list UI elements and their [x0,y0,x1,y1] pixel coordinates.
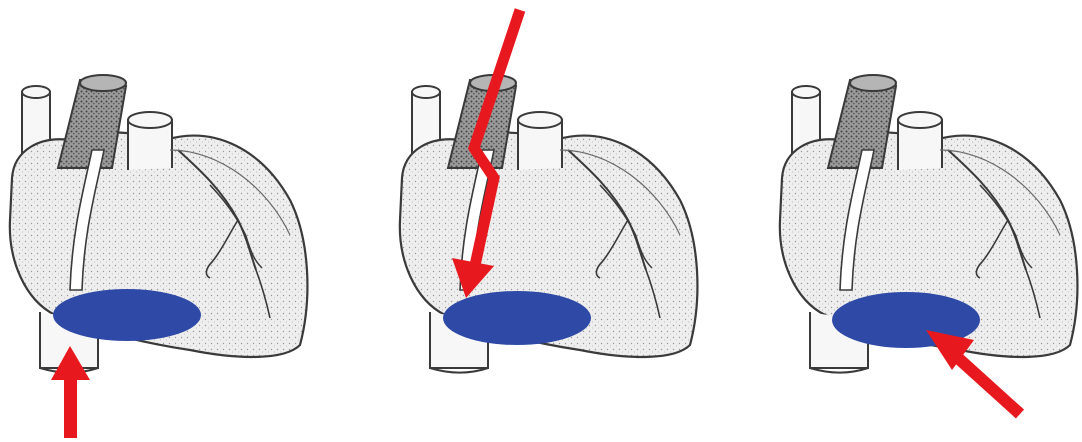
panel-1 [10,75,308,438]
panel-3 [780,75,1078,414]
blue-target-region-icon [443,291,591,345]
blue-target-region-icon [53,289,201,341]
panel-2 [400,10,698,373]
